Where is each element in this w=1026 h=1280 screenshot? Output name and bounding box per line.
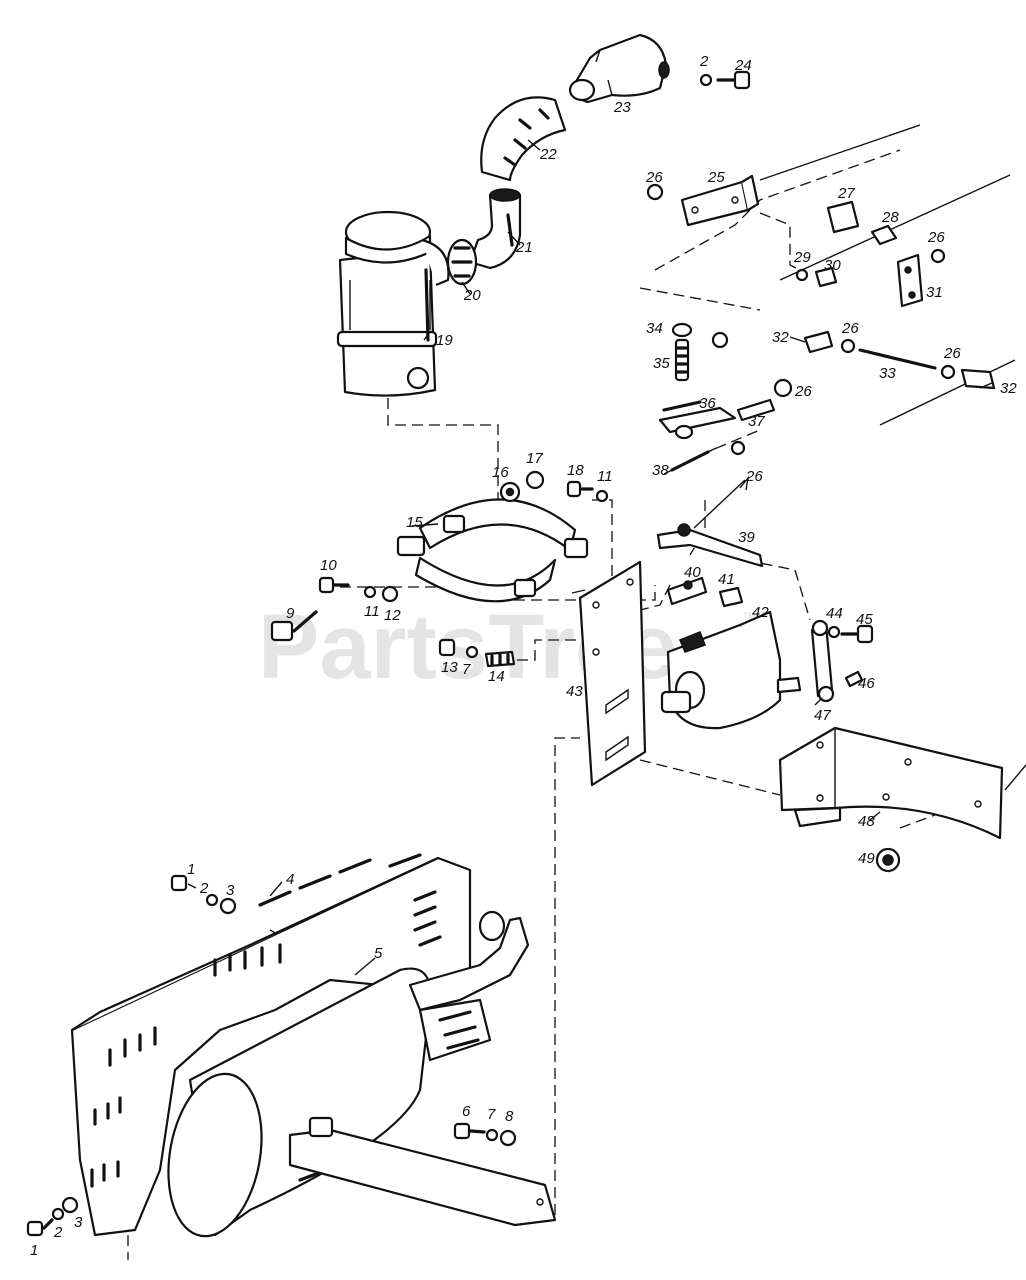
callout-2: 2 — [53, 1224, 63, 1241]
callout-26: 26 — [927, 229, 945, 246]
callout-32: 32 — [772, 329, 789, 346]
callout-36: 36 — [699, 395, 716, 412]
callout-10: 10 — [320, 557, 337, 574]
callout-13: 13 — [441, 659, 458, 676]
parts-25-33-upper-linkage — [646, 174, 996, 390]
callout-20: 20 — [463, 287, 481, 304]
callout-32: 32 — [1000, 380, 1017, 397]
parts-44-47-link — [810, 619, 874, 703]
callout-33: 33 — [879, 365, 896, 382]
callout-39: 39 — [738, 529, 755, 546]
clamp-hardware — [270, 470, 609, 668]
parts-34-38-linkage — [658, 322, 793, 475]
part-48-bracket — [778, 726, 1004, 840]
callout-14: 14 — [488, 668, 505, 685]
callout-3: 3 — [226, 882, 235, 899]
part-42-solenoid — [660, 610, 802, 730]
callout-26: 26 — [841, 320, 859, 337]
callout-48: 48 — [858, 813, 875, 830]
callout-7: 7 — [487, 1106, 496, 1123]
callout-35: 35 — [653, 355, 670, 372]
callout-30: 30 — [824, 257, 841, 274]
callout-25: 25 — [707, 169, 725, 186]
callout-44: 44 — [826, 605, 843, 622]
callout-6: 6 — [462, 1103, 471, 1120]
callout-11: 11 — [597, 468, 613, 485]
callout-26: 26 — [745, 468, 763, 485]
callout-47: 47 — [814, 707, 831, 724]
callout-9: 9 — [286, 605, 295, 622]
callout-2: 2 — [199, 880, 209, 897]
part-22-hose — [480, 96, 567, 182]
part-21-elbow-tube — [468, 188, 522, 270]
callout-31: 31 — [926, 284, 943, 301]
callout-40: 40 — [684, 564, 701, 581]
callout-7: 7 — [462, 661, 471, 678]
callout-12: 12 — [384, 607, 401, 624]
part-19-air-filter — [336, 210, 450, 397]
callout-43: 43 — [566, 683, 583, 700]
part-24-bolt — [699, 70, 751, 90]
part-43-mounting-plate — [578, 560, 647, 787]
callout-37: 37 — [748, 413, 765, 430]
callout-19: 19 — [436, 332, 453, 349]
callout-29: 29 — [793, 249, 811, 266]
callout-46: 46 — [858, 675, 875, 692]
callout-41: 41 — [718, 571, 735, 588]
callout-22: 22 — [539, 146, 557, 163]
callout-1: 1 — [30, 1242, 38, 1259]
callout-11: 11 — [364, 603, 380, 620]
part-39-lever — [656, 475, 764, 568]
callout-27: 27 — [837, 185, 855, 202]
callout-2: 2 — [699, 53, 709, 70]
callout-24: 24 — [734, 57, 752, 74]
leader-lines — [187, 139, 993, 976]
callout-42: 42 — [752, 604, 769, 621]
assembly-guide-lines — [127, 124, 1026, 1260]
part-4-heat-shield — [70, 853, 472, 1237]
callout-34: 34 — [646, 320, 663, 337]
part-5-muffler — [167, 910, 530, 1238]
callout-26: 26 — [943, 345, 961, 362]
parts-40-41-bracket — [666, 576, 744, 608]
lower-hardware — [26, 874, 517, 1237]
callout-26: 26 — [645, 169, 663, 186]
callout-5: 5 — [374, 945, 383, 962]
callout-45: 45 — [856, 611, 873, 628]
part-20-hose-clamp — [446, 238, 478, 286]
callout-26: 26 — [794, 383, 812, 400]
callout-23: 23 — [613, 99, 631, 116]
part-23-intake-elbow — [568, 33, 670, 104]
callout-4: 4 — [286, 871, 294, 888]
callout-18: 18 — [567, 462, 584, 479]
callout-49: 49 — [858, 850, 875, 867]
callout-8: 8 — [505, 1108, 514, 1125]
callout-15: 15 — [406, 514, 423, 531]
part-49-nut — [875, 847, 901, 873]
callout-16: 16 — [492, 464, 509, 481]
callout-17: 17 — [526, 450, 543, 467]
callout-28: 28 — [881, 209, 899, 226]
callout-38: 38 — [652, 462, 669, 479]
muffler-support-bracket — [288, 1116, 557, 1227]
callout-labels: 1 2 3 4 5 1 2 3 6 7 8 9 10 11 12 13 7 14… — [30, 53, 1017, 1259]
callout-1: 1 — [187, 861, 195, 878]
callout-3: 3 — [74, 1214, 83, 1231]
callout-21: 21 — [515, 239, 533, 256]
part-15-strap-clamp — [396, 498, 589, 603]
